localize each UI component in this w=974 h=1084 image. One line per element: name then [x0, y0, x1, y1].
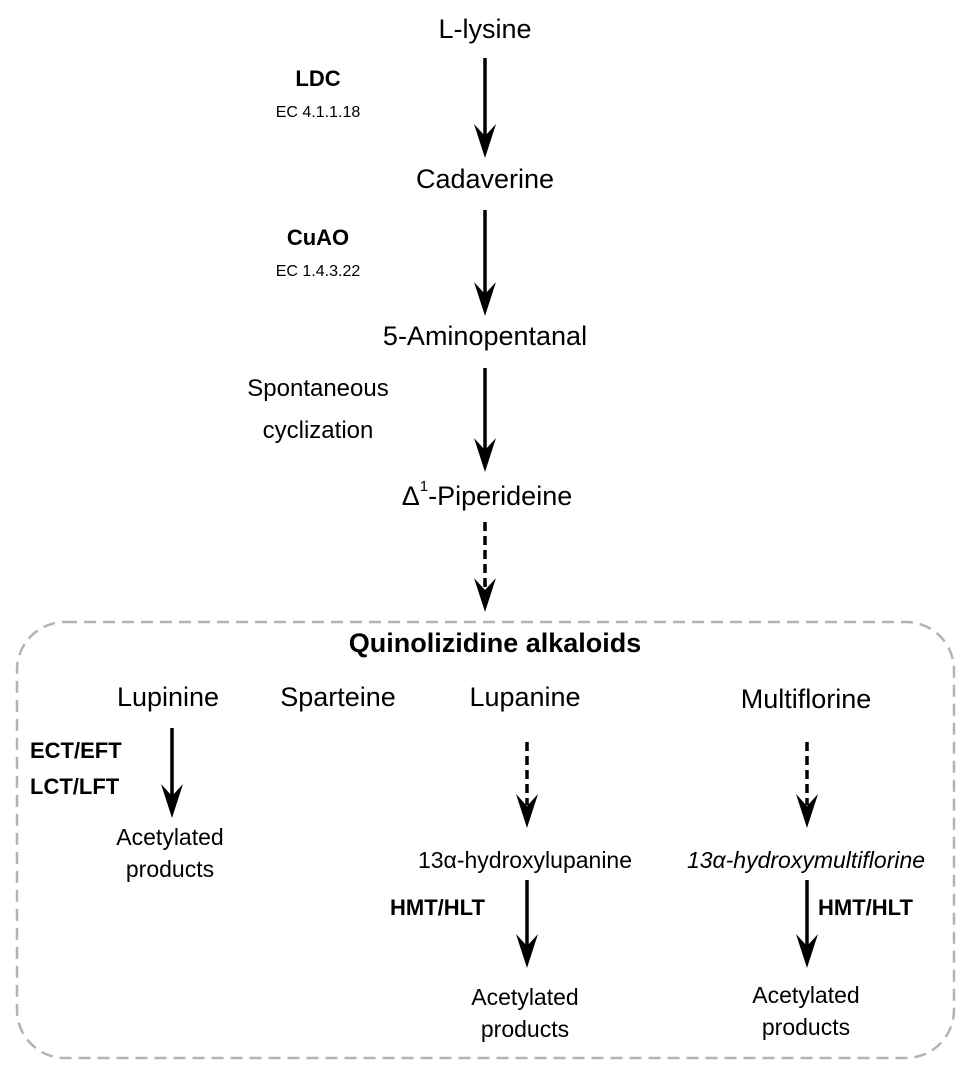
dashed-arrow-piperideine-to-qa [474, 522, 496, 612]
enzyme-hmt-hlt-multiflorine: HMT/HLT [818, 895, 913, 920]
dashed-arrow-lupanine-to-hydroxylupanine [516, 742, 538, 828]
multiflorine-acetylated-products: Acetylated products [752, 982, 860, 1040]
compound-13a-hydroxymultiflorine: 13α-hydroxymultiflorine [686, 847, 926, 873]
arrow-lupinine-to-products [161, 728, 183, 818]
compound-multiflorine: Multiflorine [740, 684, 872, 714]
compound-sparteine: Sparteine [280, 682, 396, 712]
spontaneous-cyclization-label: Spontaneous cyclization [247, 375, 389, 444]
arrow-aminopentanal-to-piperideine [474, 368, 496, 472]
compound-lupinine: Lupinine [116, 682, 220, 712]
enzyme-ldc: LDC [295, 66, 341, 91]
ec-number-cuao: EC 1.4.3.22 [275, 263, 361, 280]
ec-number-ldc: EC 4.1.1.18 [275, 104, 361, 121]
compound-5-aminopentanal: 5-Aminopentanal [382, 321, 588, 351]
compound-cadaverine: Cadaverine [415, 164, 555, 194]
quinolizidine-alkaloids-title: Quinolizidine alkaloids [348, 628, 642, 658]
compound-delta1-piperideine: Δ1-Piperideine [402, 478, 572, 512]
piperideine-name: -Piperideine [428, 481, 573, 511]
compound-lupanine: Lupanine [469, 682, 581, 712]
quinolizidine-group-box [15, 620, 956, 1060]
arrow-lysine-to-cadaverine [474, 58, 496, 158]
delta-superscript: 1 [419, 478, 429, 495]
arrow-hydroxylupanine-to-products [516, 880, 538, 968]
compound-l-lysine: L-lysine [438, 14, 532, 44]
arrow-hydroxymultiflorine-to-products [796, 880, 818, 968]
enzymes-ect-eft-lct-lft: ECT/EFT LCT/LFT [30, 738, 122, 799]
compound-13a-hydroxylupanine: 13α-hydroxylupanine [417, 847, 633, 873]
delta-symbol: Δ [401, 481, 420, 511]
enzyme-cuao: CuAO [286, 225, 350, 250]
lupinine-acetylated-products: Acetylated products [116, 824, 224, 882]
dashed-arrow-multiflorine-to-hydroxymultiflorine [796, 742, 818, 828]
arrow-cadaverine-to-aminopentanal [474, 210, 496, 316]
lupanine-acetylated-products: Acetylated products [471, 984, 579, 1042]
enzyme-hmt-hlt-lupanine: HMT/HLT [390, 895, 485, 920]
